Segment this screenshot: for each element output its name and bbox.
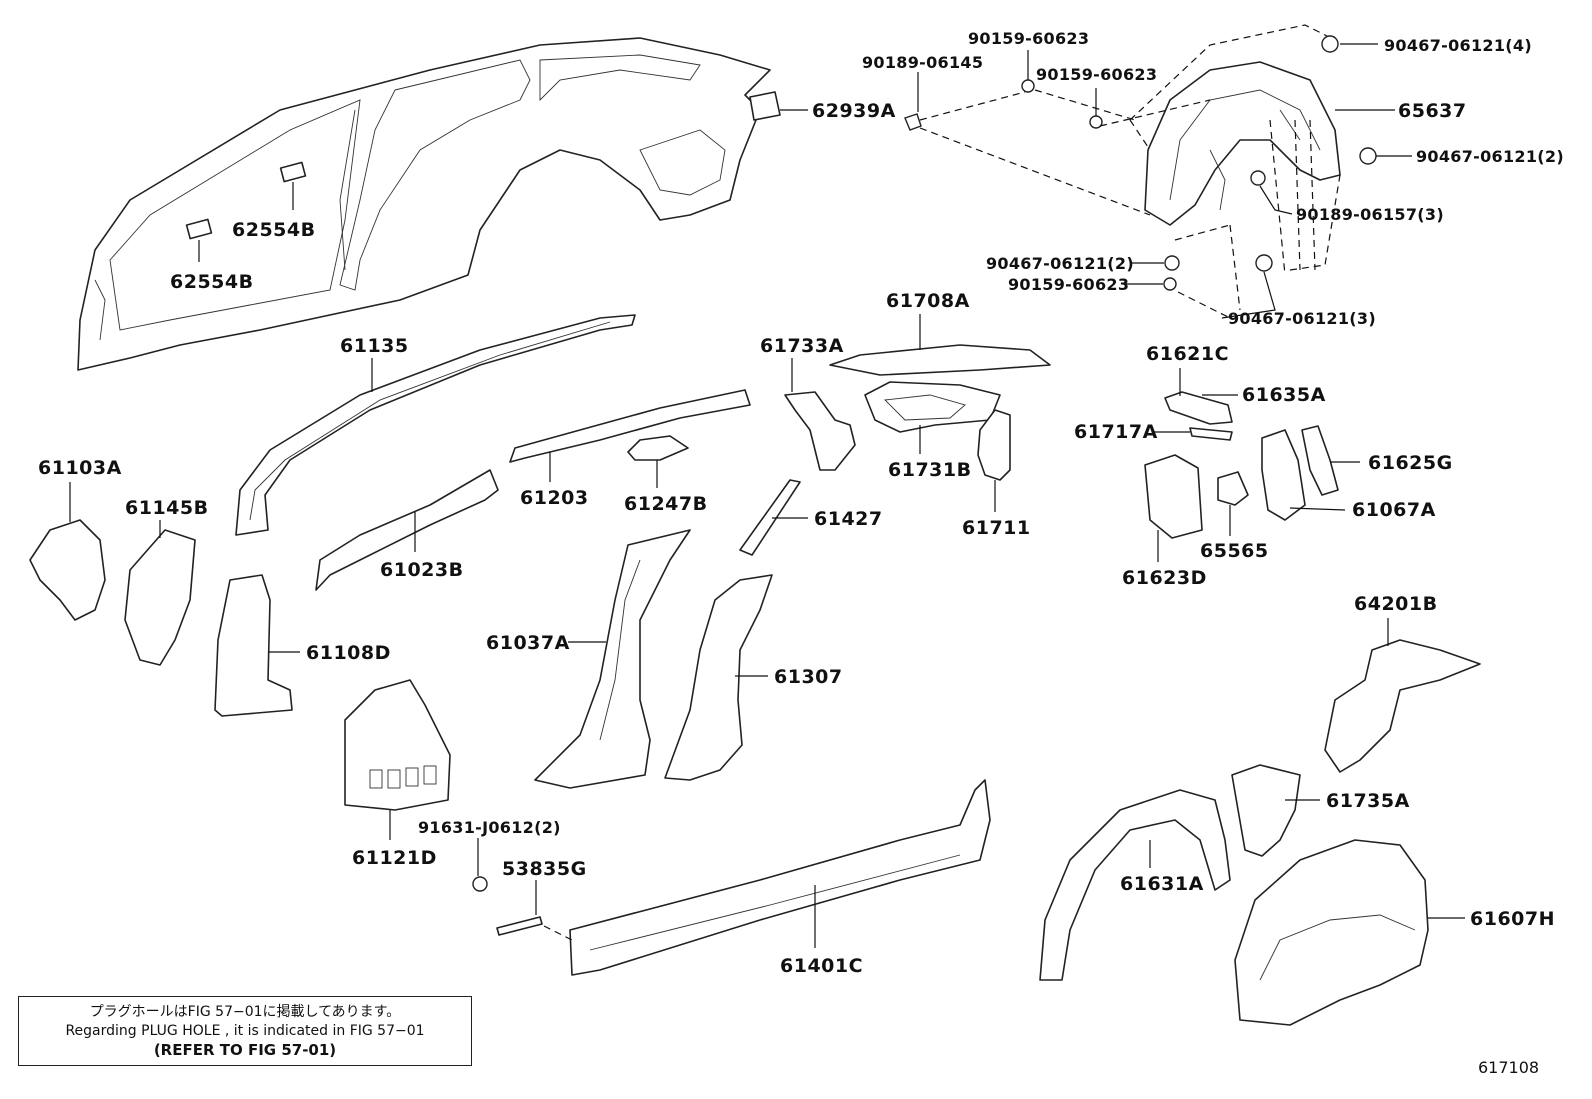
label-61635A: 61635A — [1242, 384, 1326, 406]
label-65637: 65637 — [1398, 100, 1467, 122]
brace-61427 — [739, 479, 801, 556]
figure-id: 617108 — [1478, 1058, 1540, 1077]
note-line-english: Regarding PLUG HOLE , it is indicated in… — [65, 1023, 425, 1039]
label-91631-J0612: 91631-J0612(2) — [418, 818, 561, 837]
liner-dash-top — [1129, 24, 1336, 121]
label-61623D: 61623D — [1122, 567, 1207, 589]
label-61717A: 61717A — [1074, 421, 1158, 443]
label-90467-06121-2b: 90467-06121(2) — [986, 254, 1134, 273]
fastener-group — [472, 35, 1377, 892]
label-61733A: 61733A — [760, 335, 844, 357]
leader-lines — [69, 43, 1465, 948]
panel-61121d — [344, 679, 451, 811]
wheelhouse-61607h — [1234, 839, 1429, 1026]
bracket-61717a — [1189, 427, 1233, 441]
note-line-refer: (REFER TO FIG 57-01) — [153, 1041, 337, 1059]
panel-61067a — [1261, 429, 1306, 521]
liner-dash-misc — [1129, 119, 1341, 311]
label-61247B: 61247B — [624, 493, 708, 515]
label-90467-06121-2a: 90467-06121(2) — [1416, 147, 1564, 166]
plug-hole-note: プラグホールはFIG 57−01に掲載してあります。 Regarding PLU… — [18, 996, 472, 1066]
label-62554B-upper: 62554B — [232, 219, 316, 241]
label-90189-06145: 90189-06145 — [862, 53, 983, 72]
label-61203: 61203 — [520, 487, 589, 509]
pad-62554b-upper — [279, 161, 307, 183]
strip-53835g — [496, 916, 543, 936]
rail-61708a — [829, 344, 1051, 376]
label-61708A: 61708A — [886, 290, 970, 312]
label-61607H: 61607H — [1470, 908, 1555, 930]
label-64201B: 64201B — [1354, 593, 1438, 615]
label-61731B: 61731B — [888, 459, 972, 481]
label-61631A: 61631A — [1120, 873, 1204, 895]
label-62939A: 62939A — [812, 100, 896, 122]
label-90159-60623-b: 90159-60623 — [1036, 65, 1157, 84]
label-53835G: 53835G — [502, 858, 587, 880]
fender-liner-65637 — [1144, 61, 1341, 226]
bracket-61733a — [784, 391, 856, 471]
pad-62554b-lower — [185, 218, 213, 240]
panel-61625g — [1301, 425, 1339, 496]
label-61307: 61307 — [774, 666, 843, 688]
fastener-dashes-top — [919, 89, 1211, 216]
label-61067A: 61067A — [1352, 499, 1436, 521]
bracket-61247b — [627, 435, 689, 461]
label-61121D: 61121D — [352, 847, 437, 869]
bracket-61711 — [977, 409, 1011, 481]
label-61735A: 61735A — [1326, 790, 1410, 812]
note-line-japanese: プラグホールはFIG 57−01に掲載してあります。 — [89, 1004, 401, 1020]
label-90159-60623-c: 90159-60623 — [1008, 275, 1129, 294]
fastener-dash-lower — [1177, 291, 1231, 319]
label-90467-06121-4: 90467-06121(4) — [1384, 36, 1532, 55]
label-61037A: 61037A — [486, 632, 570, 654]
label-61135: 61135 — [340, 335, 409, 357]
panel-64201b — [1324, 639, 1481, 773]
rail-61023b — [315, 469, 499, 591]
label-61108D: 61108D — [306, 642, 391, 664]
panel-61108d — [214, 574, 293, 717]
panel-61623d — [1144, 454, 1203, 539]
label-61145B: 61145B — [125, 497, 209, 519]
panel-61731b-hole — [884, 394, 966, 421]
pillar-61307 — [664, 574, 773, 781]
panel-61735a — [1231, 764, 1301, 857]
plug-62939a — [749, 91, 781, 121]
panel-61121d-holes — [369, 765, 437, 789]
label-61711: 61711 — [962, 517, 1031, 539]
label-61625G: 61625G — [1368, 452, 1453, 474]
pillar-61037a-detail — [599, 559, 641, 741]
label-61427: 61427 — [814, 508, 883, 530]
rocker-61401c-detail — [589, 854, 961, 951]
panel-61103a — [29, 519, 106, 621]
pillar-61037a — [534, 529, 691, 789]
label-90189-06157-3: 90189-06157(3) — [1296, 205, 1444, 224]
liner-dash-verticals — [1294, 119, 1316, 271]
label-62554B-lower: 62554B — [170, 271, 254, 293]
label-61401C: 61401C — [780, 955, 863, 977]
body-side-outer-panel — [77, 37, 771, 371]
part-labels: 62939A 62554B 62554B 90159-60623 90189-0… — [38, 29, 1564, 977]
roof-rail-detail — [249, 321, 611, 521]
strip-dash — [543, 925, 573, 941]
panel-61731b — [864, 381, 1001, 433]
rocker-61401c — [569, 779, 991, 976]
label-61103A: 61103A — [38, 457, 122, 479]
label-90159-60623-a: 90159-60623 — [968, 29, 1089, 48]
wheelhouse-61607h-detail — [1259, 914, 1416, 981]
label-65565: 65565 — [1200, 540, 1269, 562]
label-61023B: 61023B — [380, 559, 464, 581]
roof-rail-61135 — [235, 314, 636, 536]
label-90467-06121-3: 90467-06121(3) — [1228, 309, 1376, 328]
bracket-65565 — [1217, 471, 1249, 506]
rail-61203 — [509, 389, 751, 463]
wheelhouse-61631a — [1039, 789, 1231, 981]
label-61621C: 61621C — [1146, 343, 1229, 365]
panel-61145b — [124, 529, 196, 666]
bracket-61621c — [1164, 391, 1233, 425]
